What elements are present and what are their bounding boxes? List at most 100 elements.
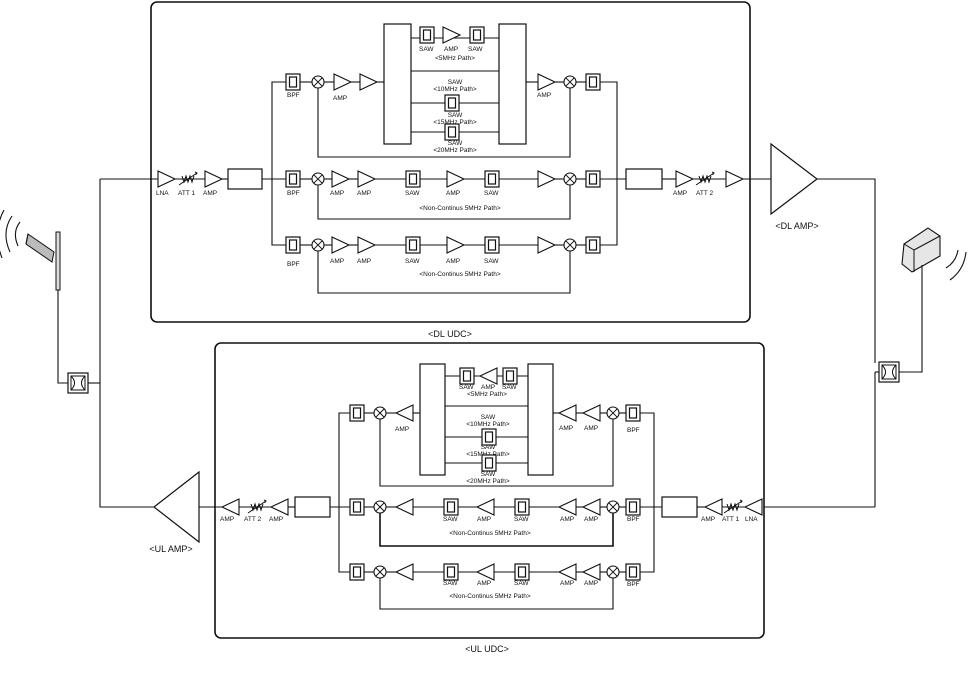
ul-lna-label: LNA xyxy=(745,516,758,523)
ul-saw-5a-label: SAW xyxy=(459,384,474,391)
ul-lna-icon xyxy=(744,498,763,516)
dl-amp-mid-out-icon xyxy=(537,170,556,188)
dl-saw-mid2-icon xyxy=(484,170,500,188)
ul-splitter xyxy=(661,496,698,518)
dl-amp-top-out-label: AMP xyxy=(537,92,551,99)
dl-noncontinus-mid-label: <Non-Continus 5MHz Path> xyxy=(419,205,500,212)
ul-path-10mhz-label: <10MHz Path> xyxy=(466,421,510,428)
dl-noncontinus-bot-label: <Non-Continus 5MHz Path> xyxy=(419,271,500,278)
service-antenna xyxy=(901,227,967,281)
ul-att2-label: ATT 2 xyxy=(244,516,261,523)
dl-bpf-mid-label: BPF xyxy=(287,190,300,197)
dl-amp-mid3-label: AMP xyxy=(446,190,460,197)
dl-amp-in-icon xyxy=(204,170,223,188)
ul-amp-out-icon xyxy=(270,498,289,516)
dl-saw-mid1-icon xyxy=(405,170,421,188)
ul-bpf-top-icon xyxy=(625,404,641,422)
dl-amp-5-icon xyxy=(442,26,461,44)
dl-saw-10-label: SAW xyxy=(448,79,463,86)
dl-amp-top-label: AMP xyxy=(333,95,347,102)
ul-mixer-mid-icon xyxy=(606,500,620,514)
dl-amp-bot1-label: AMP xyxy=(330,258,344,265)
dl-amp-mid2-label: AMP xyxy=(357,190,371,197)
dl-amp-mid2-icon xyxy=(357,170,376,188)
ul-amp-mid2-icon xyxy=(558,498,577,516)
dl-amp-mid3-icon xyxy=(446,170,465,188)
dl-mixer-bot-icon xyxy=(311,238,325,252)
donor-duplexer-icon xyxy=(67,372,89,394)
ul-amp-title: <UL AMP> xyxy=(149,544,192,554)
dl-bpf-bot-icon xyxy=(285,236,301,254)
dl-path-10mhz-label: <10MHz Path> xyxy=(433,86,477,93)
ul-amp-mid3-label: AMP xyxy=(477,516,491,523)
dl-amp-top1-icon xyxy=(333,73,352,91)
dl-combiner xyxy=(625,168,663,190)
dl-amp-out-label: AMP xyxy=(673,190,687,197)
ul-saw-mid2-icon xyxy=(443,498,459,516)
donor-signal-icon xyxy=(0,209,21,259)
ul-amp-mid1-icon xyxy=(582,498,601,516)
service-duplexer-icon xyxy=(878,361,900,383)
dl-amp-mid1-label: AMP xyxy=(330,190,344,197)
dl-lna-icon xyxy=(157,170,176,188)
ul-amp-icon xyxy=(153,470,200,544)
ul-amp-in-icon xyxy=(704,498,723,516)
ul-mixer-mid-out-icon xyxy=(373,500,387,514)
dl-mixer-mid-out-icon xyxy=(563,172,577,186)
ul-saw-bot1-icon xyxy=(514,563,530,581)
service-signal-icon xyxy=(945,249,967,281)
ul-saw-5b-icon xyxy=(502,367,518,385)
ul-amp-bot2-label: AMP xyxy=(560,580,574,587)
ul-amp-top1-label: AMP xyxy=(584,425,598,432)
dl-bpf-top-label: BPF xyxy=(287,92,300,99)
dl-lna-label: LNA xyxy=(156,190,169,197)
dl-saw-5a-icon xyxy=(419,26,435,44)
dl-amp-title: <DL AMP> xyxy=(775,221,818,231)
ul-udc-title: <UL UDC> xyxy=(465,644,509,654)
ul-filter-top-out-icon xyxy=(349,404,365,422)
dl-filter-bot-out-icon xyxy=(585,236,601,254)
ul-saw-mid2-label: SAW xyxy=(443,516,458,523)
ul-amp-5-label: AMP xyxy=(481,384,495,391)
dl-saw-20-label: SAW xyxy=(448,140,463,147)
dl-bpf-bot-label: BPF xyxy=(287,261,300,268)
dl-att1-label: ATT 1 xyxy=(178,190,195,197)
ul-saw-bot1-label: SAW xyxy=(514,580,529,587)
ul-amp-top1-icon xyxy=(582,404,601,422)
dl-saw-bot2-label: SAW xyxy=(484,258,499,265)
ul-amp-out2-icon xyxy=(221,498,240,516)
ul-bpf-bot-label: BPF xyxy=(627,581,640,588)
dl-switch-left xyxy=(383,23,412,145)
dl-amp-bot3-label: AMP xyxy=(446,258,460,265)
ul-mixer-top-out-icon xyxy=(373,406,387,420)
ul-path-20mhz-label: <20MHz Path> xyxy=(466,478,510,485)
dl-filter-mid-out-icon xyxy=(585,170,601,188)
ul-path-5mhz-label: <5MHz Path> xyxy=(467,391,507,398)
ul-amp-top2-icon xyxy=(558,404,577,422)
ul-saw-15-icon xyxy=(481,428,497,446)
ul-amp-mid2-label: AMP xyxy=(560,516,574,523)
ul-mixer-bot-out-icon xyxy=(373,565,387,579)
ul-filter-mid-out-icon xyxy=(349,498,365,516)
ul-amp-bot1-label: AMP xyxy=(584,580,598,587)
dl-saw-5b-icon xyxy=(469,26,485,44)
dl-saw-mid2-label: SAW xyxy=(484,190,499,197)
ul-bpf-bot-icon xyxy=(625,563,641,581)
dl-amp-bot1-icon xyxy=(331,236,350,254)
ul-amp-bot-out-icon xyxy=(395,563,414,581)
ul-saw-bot2-label: SAW xyxy=(443,580,458,587)
dl-amp-in-label: AMP xyxy=(203,190,217,197)
dl-saw-20-icon xyxy=(444,123,460,141)
ul-noncontinus-bot-label: <Non-Continus 5MHz Path> xyxy=(449,593,530,600)
dl-att2-label: ATT 2 xyxy=(696,190,713,197)
dl-path-5mhz-label: <5MHz Path> xyxy=(435,55,475,62)
ul-udc-frame xyxy=(214,342,765,639)
dl-path-20mhz-label: <20MHz Path> xyxy=(433,147,477,154)
dl-bpf-top-icon xyxy=(285,73,301,91)
ul-amp-out-label: AMP xyxy=(269,516,283,523)
ul-att1-label: ATT 1 xyxy=(722,516,739,523)
ul-mixer-top-icon xyxy=(606,406,620,420)
ul-amp-top-out-label: AMP xyxy=(395,426,409,433)
ul-amp-bot3-label: AMP xyxy=(477,580,491,587)
